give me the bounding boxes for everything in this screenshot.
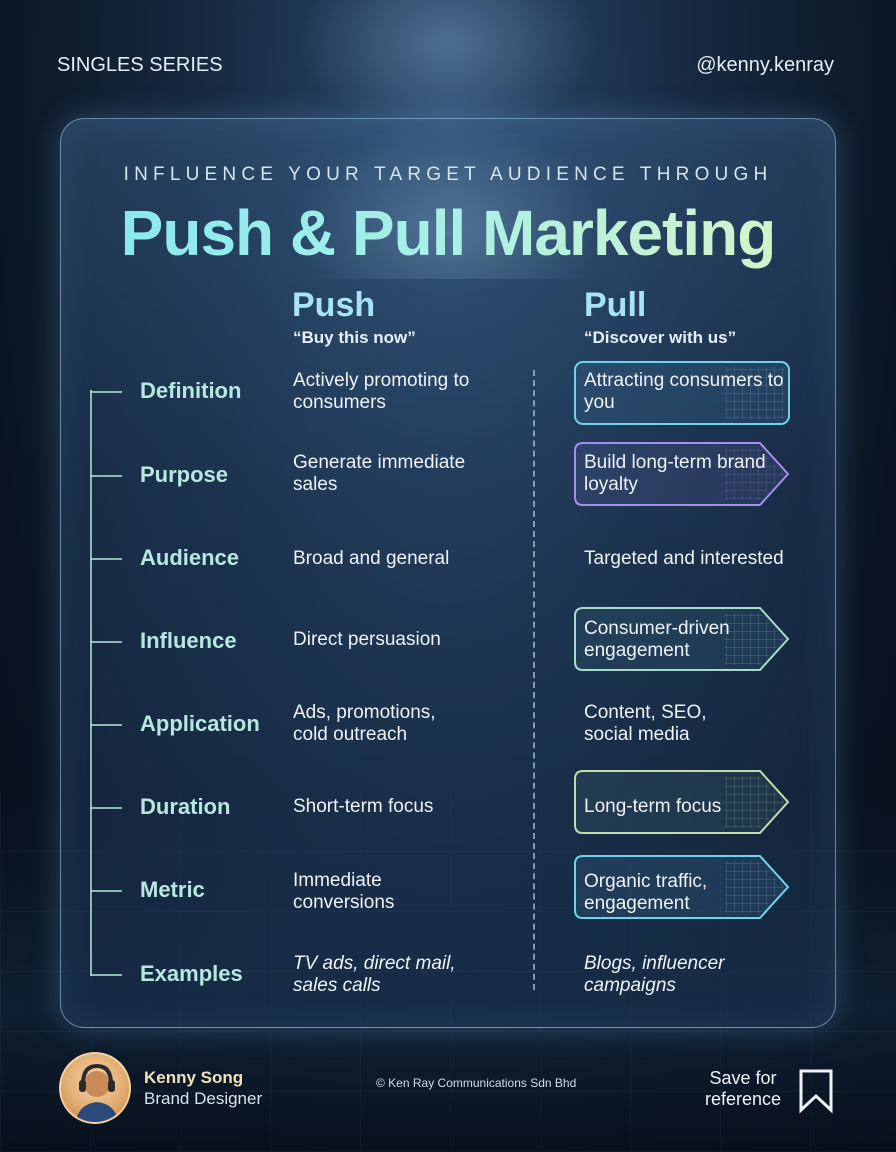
row-label-definition: Definition — [140, 378, 242, 403]
row-label-metric: Metric — [140, 877, 205, 902]
pull-duration: Long-term focus — [584, 796, 722, 817]
row-tick — [90, 807, 122, 809]
row-tick — [90, 890, 122, 892]
row-spine — [90, 390, 92, 976]
push-audience: Broad and general — [293, 548, 450, 569]
row-tick — [90, 974, 122, 976]
pull-metric-box: Organic traffic, engagement — [574, 855, 790, 919]
background-glow — [298, 0, 598, 140]
push-definition: Actively promoting to consumers — [293, 370, 470, 413]
author-handle[interactable]: @kenny.kenray — [696, 54, 834, 76]
row-label-purpose: Purpose — [140, 462, 229, 487]
pull-purpose: Build long-term brand loyalty — [584, 452, 766, 495]
pull-duration-box: Long-term focus — [574, 770, 790, 834]
row-label-application: Application — [140, 711, 260, 736]
card-glow — [291, 119, 611, 279]
author-role: Brand Designer — [144, 1089, 263, 1108]
pull-influence: Consumer-driven engagement — [584, 618, 730, 661]
row-label-audience: Audience — [140, 545, 240, 570]
comparison-card — [60, 118, 836, 1028]
row-tick — [90, 391, 122, 393]
push-purpose: Generate immediate sales — [293, 452, 466, 495]
save-for-reference-label[interactable]: Save for reference — [704, 1068, 782, 1109]
bookmark-icon[interactable] — [798, 1068, 834, 1114]
pull-influence-box: Consumer-driven engagement — [574, 607, 790, 671]
push-duration: Short-term focus — [293, 796, 434, 817]
pull-definition: Attracting consumers to you — [584, 370, 784, 413]
pull-purpose-box: Build long-term brand loyalty — [574, 442, 790, 506]
pull-application: Content, SEO, social media — [584, 702, 707, 745]
push-influence: Direct persuasion — [293, 629, 441, 650]
background-floor — [0, 792, 896, 1152]
row-tick — [90, 475, 122, 477]
row-tick — [90, 641, 122, 643]
push-column-tagline: “Buy this now” — [293, 328, 416, 347]
pull-definition-box: Attracting consumers to you — [574, 361, 790, 425]
row-label-examples: Examples — [140, 961, 243, 986]
avatar-icon[interactable] — [59, 1052, 131, 1124]
row-label-duration: Duration — [140, 794, 231, 819]
pull-audience: Targeted and interested — [584, 548, 784, 569]
push-column-title: Push — [292, 286, 376, 324]
row-label-influence: Influence — [140, 628, 237, 653]
column-divider — [533, 370, 535, 990]
author-name: Kenny Song — [144, 1068, 244, 1087]
push-examples: TV ads, direct mail, sales calls — [293, 953, 456, 996]
copyright-text: © Ken Ray Communications Sdn Bhd — [376, 1076, 577, 1090]
series-label: SINGLES SERIES — [57, 54, 223, 76]
pull-examples: Blogs, influencer campaigns — [584, 953, 725, 996]
row-tick — [90, 724, 122, 726]
row-tick — [90, 558, 122, 560]
pull-column-title: Pull — [584, 286, 647, 324]
push-application: Ads, promotions, cold outreach — [293, 702, 436, 745]
pull-metric: Organic traffic, engagement — [584, 871, 708, 914]
pull-column-tagline: “Discover with us” — [584, 328, 737, 347]
headline-title: Push & Pull Marketing — [0, 196, 896, 270]
push-metric: Immediate conversions — [293, 870, 395, 913]
headline-kicker: INFLUENCE YOUR TARGET AUDIENCE THROUGH — [123, 164, 773, 185]
